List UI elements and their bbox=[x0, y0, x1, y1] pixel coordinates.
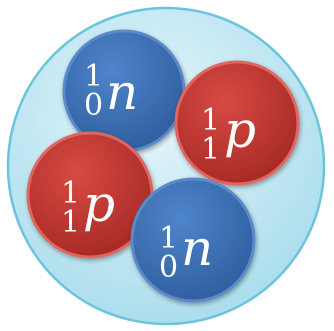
atomic-number: 1 bbox=[61, 205, 80, 240]
particle-symbol: p bbox=[83, 175, 115, 233]
particle-symbol: n bbox=[181, 219, 213, 277]
atomic-number: 0 bbox=[159, 250, 178, 285]
particle-neutron-bottom: 1 0 n bbox=[132, 179, 254, 301]
particle-proton-right: 1 1 p bbox=[176, 62, 298, 184]
atomic-number: 1 bbox=[201, 132, 220, 167]
atomic-number: 0 bbox=[84, 88, 103, 123]
particle-symbol: n bbox=[106, 63, 138, 121]
particle-symbol: p bbox=[224, 101, 256, 159]
